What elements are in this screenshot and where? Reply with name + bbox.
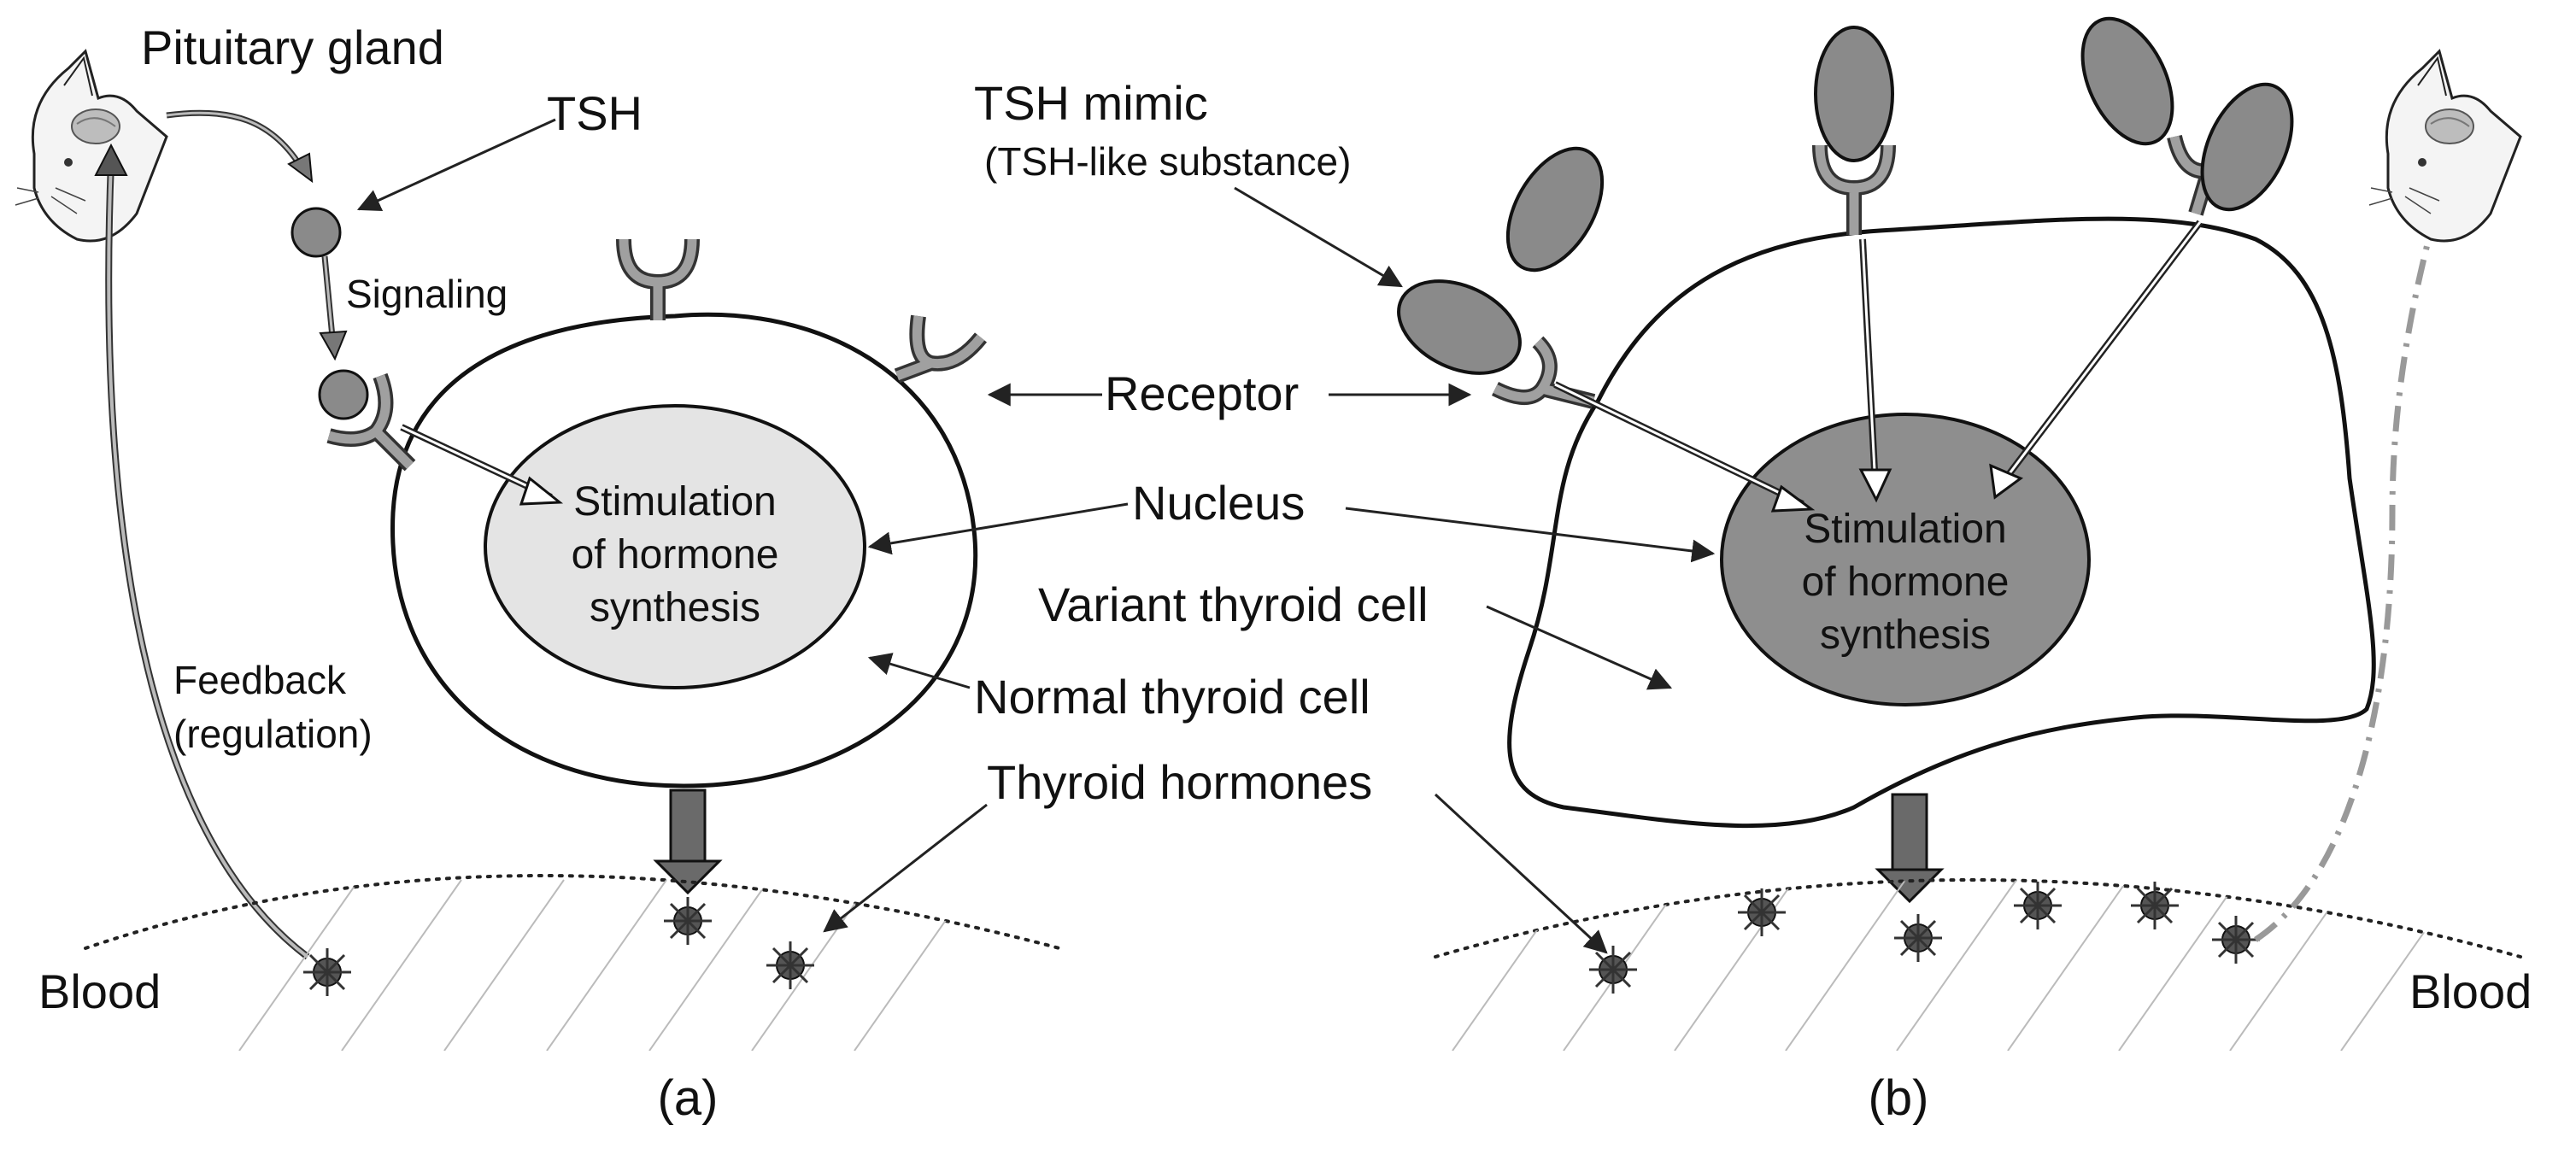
label-tsh-mimic: TSH mimic (974, 76, 1208, 130)
cat-head-icon-right (2368, 49, 2522, 243)
cat-head-icon-left (15, 49, 168, 243)
tsh-mimic-free-top (2080, 16, 2174, 146)
tsh-ligand-top (290, 207, 342, 258)
label-variant-cell: Variant thyroid cell (1038, 577, 1429, 631)
tsh-ligand-bound (318, 369, 369, 420)
thyroid-hormone-icon (1738, 888, 1786, 936)
thyroid-hormone-icon (2014, 882, 2062, 929)
pituitary-to-tsh-arrow (166, 109, 307, 173)
nucleus-text-a-line1: Stimulation (573, 479, 776, 525)
hormone-output-arrow-b (1875, 793, 1945, 904)
label-nucleus: Nucleus (1132, 476, 1305, 530)
thyroid-hormone-icon (664, 897, 712, 945)
label-tsh-mimic-sub: (TSH-like substance) (984, 139, 1351, 184)
label-blood-left: Blood (38, 964, 161, 1018)
tsh-mimic-bound-top (1814, 26, 1894, 162)
nucleus-text-b-line3: synthesis (1820, 613, 1991, 658)
thyroid-hormone-icon (303, 948, 351, 996)
thyroid-hormone-icon (2212, 916, 2260, 964)
thyroid-hormone-icon (1589, 946, 1637, 994)
unregulated-feedback-path (2254, 183, 2447, 942)
thyroid-hormone-icon (2131, 882, 2179, 929)
panel-label-b: (b) (1869, 1070, 1929, 1126)
tsh-mimic-free (1505, 146, 1605, 273)
blood-boundary-b (1434, 878, 2522, 958)
label-signaling: Signaling (346, 272, 508, 316)
label-feedback: Feedback (173, 658, 347, 702)
label-normal-cell: Normal thyroid cell (974, 670, 1370, 724)
nucleus-text-a-line3: synthesis (590, 585, 760, 630)
label-thyroid-hormones: Thyroid hormones (987, 755, 1372, 809)
nucleus-text-a-line2: of hormone (572, 532, 779, 577)
panel-label-a: (a) (658, 1070, 719, 1126)
thyroid-hormone-icon (766, 941, 814, 989)
receptor-left-a (326, 372, 416, 472)
label-receptor: Receptor (1105, 366, 1299, 420)
label-blood-right: Blood (2409, 964, 2532, 1018)
thyroid-hormone-icon (1894, 914, 1942, 962)
receptor-top-b (1812, 144, 1896, 235)
hormone-output-arrow-a (653, 788, 723, 895)
nucleus-text-b-line1: Stimulation (1804, 507, 2006, 552)
receptor-top-a (616, 238, 700, 320)
blood-boundary-a (84, 874, 1061, 950)
normal-nucleus (484, 404, 866, 689)
tsh-mimic-bound-right (2200, 82, 2294, 212)
tsh-mimic-bound-left (1397, 279, 1522, 375)
nucleus-text-b-line2: of hormone (1802, 560, 2010, 605)
label-pituitary-gland: Pituitary gland (141, 21, 444, 74)
receptor-right-a (894, 314, 988, 384)
label-tsh: TSH (547, 86, 643, 140)
label-regulation: (regulation) (173, 712, 373, 756)
